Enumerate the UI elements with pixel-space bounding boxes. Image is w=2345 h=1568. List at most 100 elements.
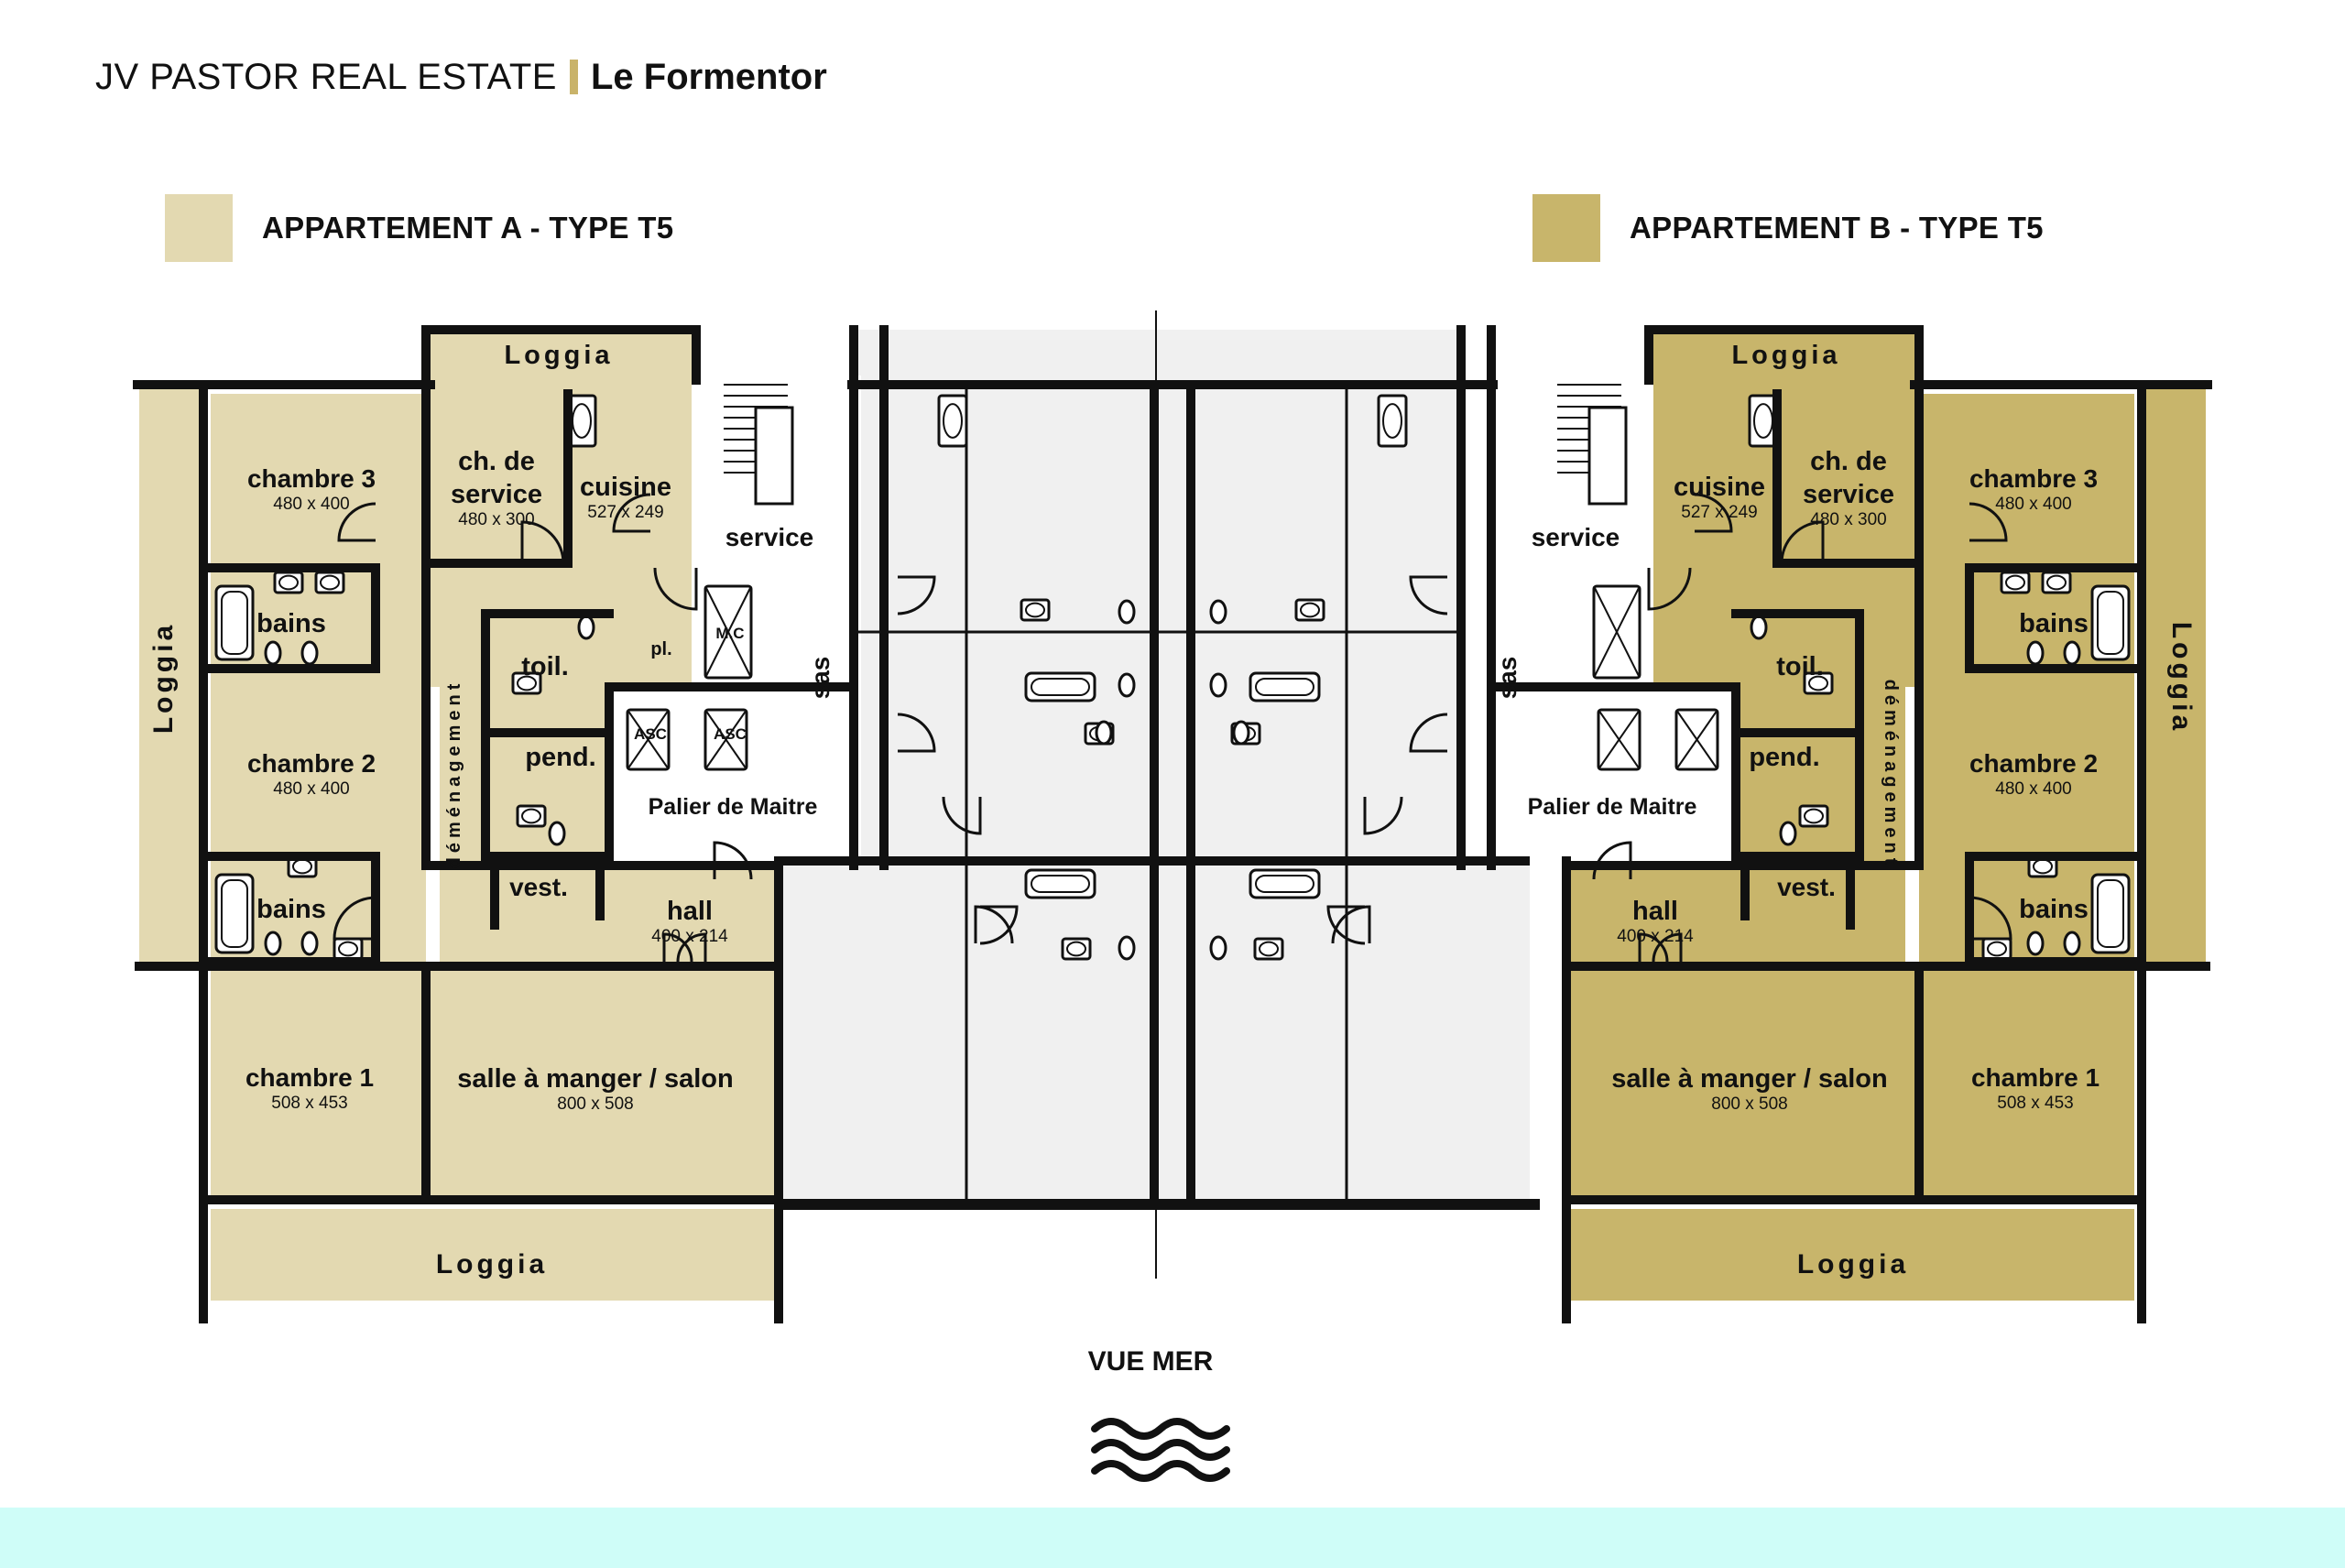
sink-basin-icon (2046, 574, 2067, 591)
walls (133, 310, 2212, 1323)
apt-b-living-bedroom1 (1571, 966, 2134, 1195)
apt-a-hall (440, 861, 774, 971)
apt-b-room-chambre-3-dims: 480 x 400 (1995, 495, 2071, 514)
door-icon (1409, 575, 1448, 615)
common-sas-l: sas (806, 657, 834, 700)
apt-a-room-hall: hall (667, 897, 713, 926)
toilet-icon (1118, 672, 1136, 698)
apt-b-room-salle-a-manger-salon-dims: 800 x 508 (1711, 1094, 1787, 1114)
tub-icon (214, 873, 255, 954)
apt-b-room-cuisine: cuisine (1674, 473, 1765, 502)
apt-b-service-kitchen (1653, 394, 1919, 687)
sink-basin-icon (1987, 941, 2007, 957)
apt-b-room-chambre-3: chambre 3 (1969, 464, 2098, 493)
common-sas-r: sas (1493, 657, 1522, 700)
apt-a-room-bains-2: bains (256, 895, 326, 924)
legend-swatch-a (165, 194, 233, 262)
door-icon (520, 520, 565, 564)
apt-b-room-demenagement: déménagement (1881, 680, 1901, 869)
door-icon (713, 841, 753, 880)
door-icon (337, 502, 376, 542)
apt-a-room-toilettes: toil. (521, 652, 569, 681)
view-label-vue-mer: VUE MER (1088, 1346, 1214, 1377)
door-icon (979, 905, 1019, 945)
apt-b-room-vestiaire: vest. (1777, 873, 1836, 901)
common-palier-de-maitre-r: Palier de Maitre (1528, 794, 1697, 820)
apt-b-loggia-east (2146, 385, 2206, 962)
apt-a-room-ch-de-service-dims: 480 x 300 (458, 510, 534, 529)
tub-icon (1024, 671, 1096, 702)
door-icon (897, 575, 936, 615)
apt-a-room-vestiaire: vest. (509, 873, 568, 901)
apt-a-room-bains-1: bains (256, 609, 326, 638)
tub-inner-icon (221, 879, 248, 948)
apt-a-service-kitchen (426, 394, 692, 687)
sink-basin-icon (517, 675, 537, 691)
toilet-icon (2026, 640, 2045, 666)
door-icon (1592, 841, 1632, 880)
apt-a-bedrooms-column (211, 394, 426, 966)
apt-a-room-chambre-1-dims: 508 x 453 (271, 1094, 347, 1113)
door-icon (1638, 932, 1669, 963)
apt-a-room-chambre-3: chambre 3 (247, 464, 376, 493)
apt-a-room-chambre-3-dims: 480 x 400 (273, 495, 349, 514)
apt-b-room-hall-dims: 400 x 214 (1617, 927, 1694, 946)
apt-a-room-salle-a-manger-salon: salle à manger / salon (457, 1064, 733, 1094)
toilet-icon (1750, 615, 1768, 640)
apt-a-room-chambre-2: chambre 2 (247, 749, 376, 778)
header-separator (569, 60, 578, 94)
apt-b-hall (1571, 861, 1905, 971)
door-icon (1780, 520, 1825, 564)
sink-basin-icon (1382, 403, 1402, 439)
toilet-icon (300, 931, 319, 956)
common-ascenseur-1: ASC (634, 725, 667, 743)
toilet-icon (548, 821, 566, 846)
sink-basin-icon (1300, 602, 1320, 618)
toilet-icon (1118, 935, 1136, 961)
tub-icon (1249, 868, 1321, 899)
door-icon (1694, 493, 1733, 533)
apt-b-room-ch-de-service-2: service (1803, 480, 1894, 509)
common-monte-charge: M.C (715, 625, 744, 642)
floor-details (214, 384, 2131, 963)
toilet-icon (2063, 931, 2081, 956)
sink-basin-icon (278, 574, 299, 591)
door-icon (974, 905, 1014, 944)
toilet-icon (1118, 599, 1136, 625)
sink-basin-icon (1808, 675, 1828, 691)
door-icon (676, 932, 707, 963)
legend-apartment-a: APPARTEMENT A - TYPE T5 (165, 194, 673, 262)
apt-a-corridor (440, 687, 614, 861)
sink-basin-icon (521, 808, 541, 824)
project-name: Le Formentor (590, 57, 827, 97)
apt-a-loggia-west (139, 385, 199, 962)
sink-basin-icon (320, 574, 340, 591)
legend-label-b: APPARTEMENT B - TYPE T5 (1630, 211, 2044, 245)
door-icon (662, 932, 693, 963)
sink-basin-icon (2005, 574, 2025, 591)
apt-a-room-chambre-1: chambre 1 (245, 1063, 374, 1092)
door-icon (1409, 713, 1448, 753)
toilet-icon (1779, 821, 1797, 846)
sea-waves-icon (1091, 1418, 1230, 1482)
apt-b-room-chambre-2: chambre 2 (1969, 749, 2098, 778)
apt-a-loggia-side: Loggia (148, 622, 179, 734)
toilet-icon (1209, 672, 1227, 698)
sea-band (0, 1508, 2345, 1568)
apt-b-loggia-side: Loggia (2166, 622, 2197, 734)
apt-a-loggia-south (211, 1209, 774, 1301)
apt-a-room-penderie: pend. (525, 743, 595, 772)
apt-a-room-ch-de-service-2: service (451, 480, 542, 509)
legend-apartment-b: APPARTEMENT B - TYPE T5 (1532, 194, 2044, 262)
apt-b-room-toilettes: toil. (1776, 652, 1824, 681)
apt-a-room-ch-de-service: ch. de (458, 447, 535, 476)
apt-b-room-salle-a-manger-salon: salle à manger / salon (1611, 1064, 1887, 1094)
apt-b-room-chambre-1: chambre 1 (1971, 1063, 2100, 1092)
tub-icon (2090, 584, 2131, 661)
apt-b-room-ch-de-service: ch. de (1810, 447, 1887, 476)
sink-basin-icon (1025, 602, 1045, 618)
shower-mark-icon (627, 709, 670, 770)
tub-inner-icon (1031, 875, 1090, 893)
